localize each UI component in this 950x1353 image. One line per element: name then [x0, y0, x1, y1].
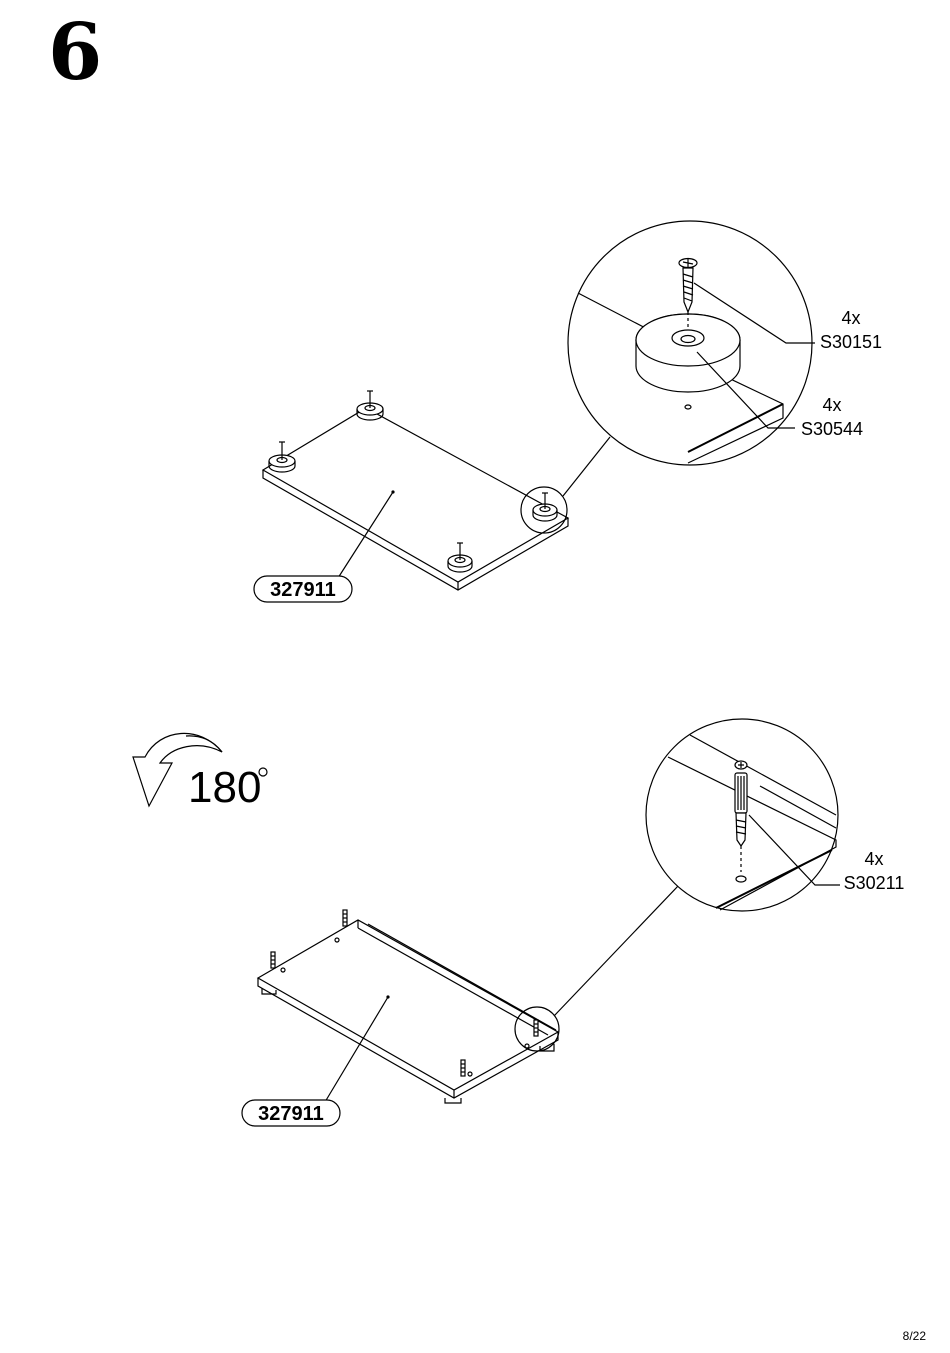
page-number: 8/22: [903, 1329, 926, 1343]
rotation-angle: 180: [188, 763, 261, 812]
top-detail-view: [568, 221, 815, 465]
bottom-panel-drawing: [258, 920, 558, 1103]
foot-part-code: S30544: [801, 419, 863, 439]
foot-quantity: 4x: [822, 395, 841, 415]
cam-bolt-icon: [271, 952, 275, 968]
screw-part-code: S30151: [820, 332, 882, 352]
top-panel-drawing: [263, 408, 568, 590]
cam-bolt-quantity: 4x: [864, 849, 883, 869]
screw-quantity: 4x: [841, 308, 860, 328]
cam-bolt-icon: [461, 1060, 465, 1076]
bottom-panel-part-number: 327911: [258, 1103, 324, 1125]
cam-bolt-icon: [534, 1020, 538, 1036]
cam-bolt-part-code: S30211: [844, 873, 905, 893]
bottom-detail-view: [646, 719, 840, 911]
top-panel-part-number: 327911: [270, 579, 336, 601]
cam-bolt-icon: [343, 910, 347, 926]
